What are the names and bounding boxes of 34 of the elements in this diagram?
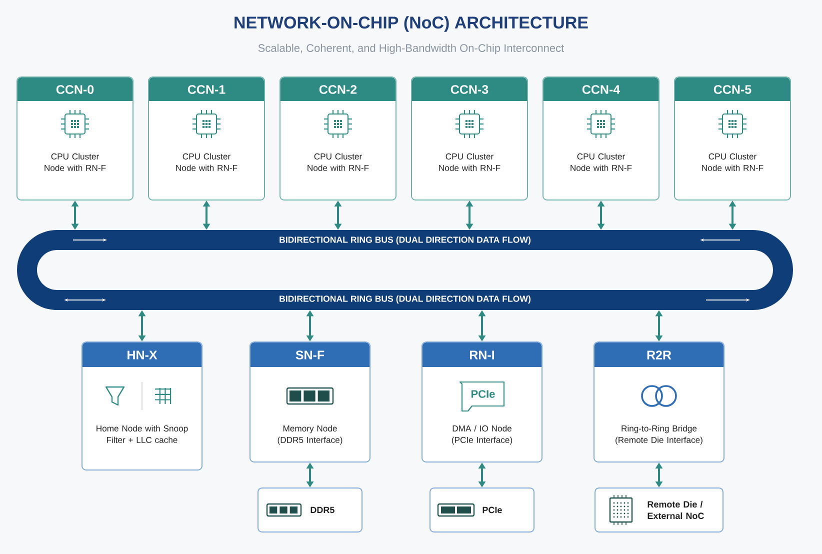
node-label: CCN-4	[582, 85, 620, 94]
node-label: CCN-5	[714, 85, 752, 94]
node-card: CCN-3 CPU Cluster Node with RN-F	[411, 76, 528, 200]
subtitle: Scalable, Coherent, and High-Bandwidth On-Chip Interconnect	[258, 44, 564, 54]
node-label: CPU Cluster Node with RN-F	[308, 153, 369, 172]
node-card: CCN-0 CPU Cluster Node with RN-F	[16, 76, 134, 200]
node-label: DMA / IO Node (PCIe Interface)	[452, 425, 512, 445]
node-label: CPU Cluster Node with RN-F	[570, 153, 632, 172]
node-label: Memory Node (DDR5 Interface)	[278, 425, 342, 445]
node-label: CPU Cluster Node with RN-F	[176, 153, 238, 172]
node-label: HN-X	[128, 350, 158, 360]
node-label: CPU Cluster Node with RN-F	[44, 153, 106, 172]
node-label: CCN-0	[56, 85, 94, 94]
node-label: CCN-2	[319, 85, 357, 94]
node-label: RN-I	[470, 350, 494, 360]
title: NETWORK-ON-CHIP (NoC) ARCHITECTURE	[234, 16, 588, 32]
node-card: CCN-5 CPU Cluster Node with RN-F	[674, 76, 791, 200]
node-card: CCN-2 CPU Cluster Node with RN-F	[280, 76, 396, 200]
node-label: CPU Cluster Node with RN-F	[702, 153, 764, 172]
node-box: Remote Die / External NoC	[594, 488, 724, 532]
node-card: SN-F Memory Node (DDR5 Interface)	[250, 342, 370, 462]
node-label: Home Node with Snoop Filter + LLC cache	[96, 425, 188, 444]
node-label: CPU Cluster Node with RN-F	[439, 153, 500, 172]
node-label: SN-F	[296, 350, 324, 360]
node-label: Ring-to-Ring Bridge (Remote Die Interface)	[616, 425, 702, 445]
node-box: DDR5	[258, 488, 362, 532]
node-card: R2R Ring-to-Ring Bridge (Remote Die Interface)	[594, 342, 724, 462]
node-card: CCN-1 CPU Cluster Node with RN-F	[148, 76, 265, 200]
node-label: CCN-3	[450, 85, 488, 94]
node-label: R2R	[647, 350, 672, 360]
node-card: CCN-4 CPU Cluster Node with RN-F	[542, 76, 660, 200]
node-card: HN-X Home Node with Snoop Filter + LLC cache	[82, 342, 202, 470]
node-box: PCIe	[430, 488, 534, 532]
node-label: CCN-1	[188, 85, 226, 94]
